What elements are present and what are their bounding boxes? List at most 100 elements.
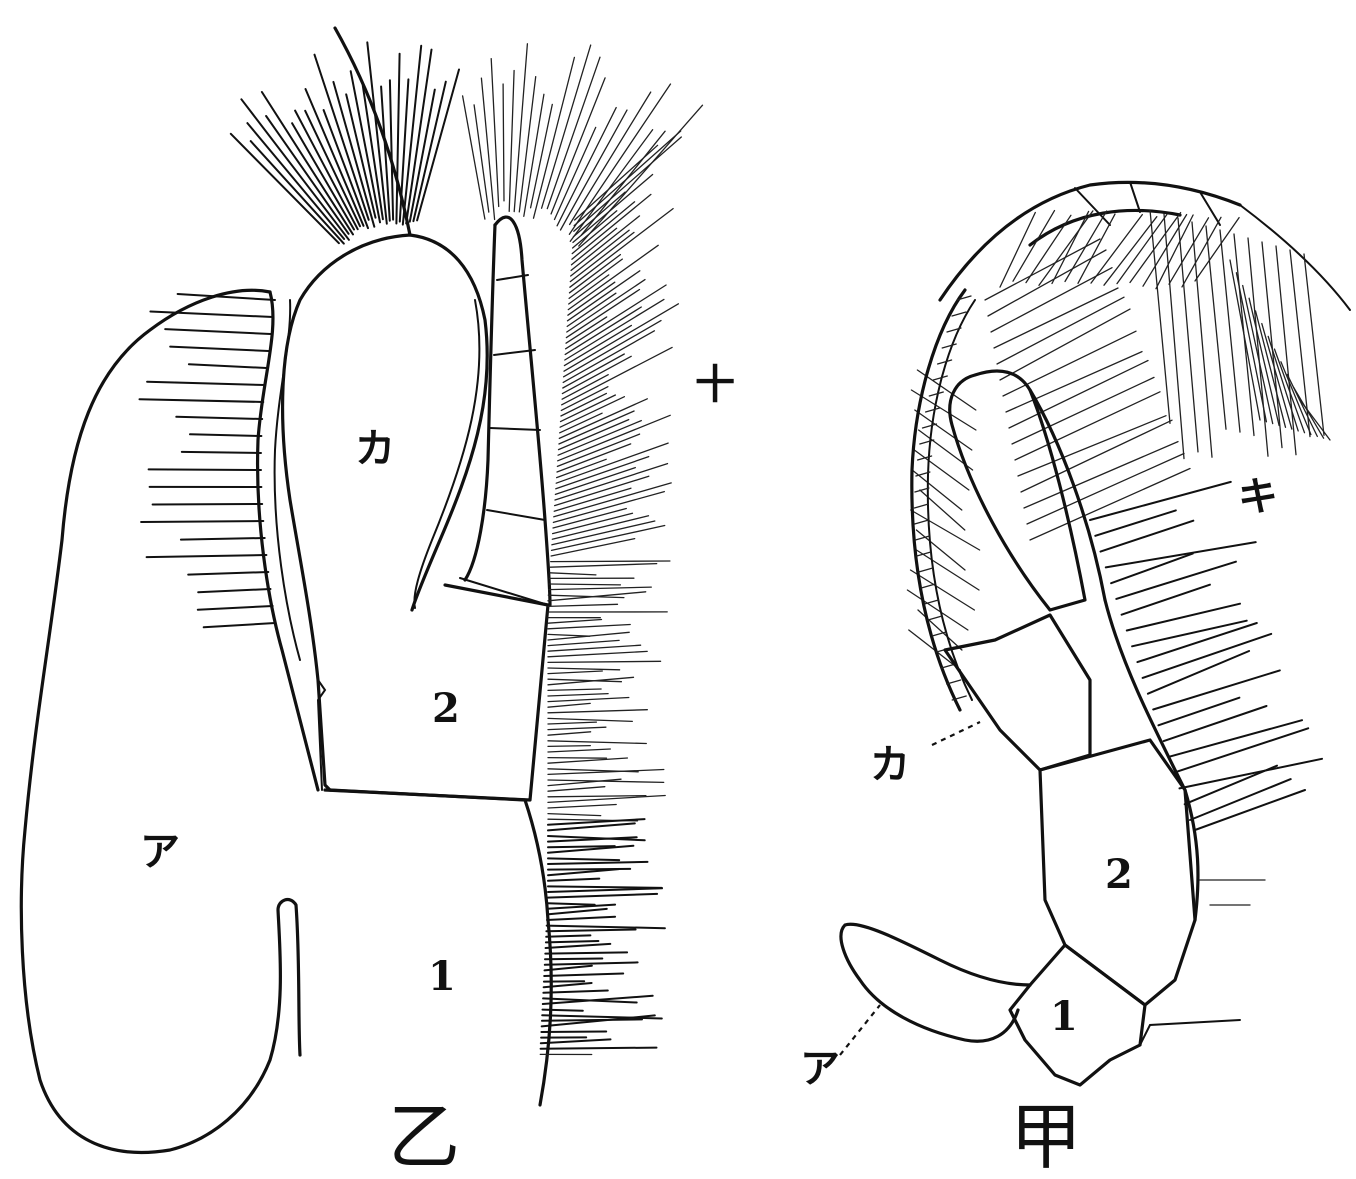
hair: [548, 886, 662, 888]
bristle: [346, 94, 375, 217]
bead: [919, 568, 933, 572]
hair: [548, 604, 618, 606]
bristle: [561, 110, 628, 230]
hair: [554, 488, 631, 511]
hair: [549, 584, 620, 585]
label-a: ア: [800, 1045, 840, 1092]
palp-segment-ka: [945, 615, 1090, 770]
hair: [550, 564, 656, 568]
caption-kou: 甲: [1010, 1095, 1082, 1179]
hair: [548, 814, 601, 816]
hair: [548, 640, 619, 645]
bristle: [542, 45, 591, 208]
hair: [562, 356, 631, 393]
hair: [547, 917, 615, 920]
hair: [574, 131, 681, 226]
hatch: [911, 510, 980, 550]
bead: [920, 440, 934, 444]
hair: [548, 758, 607, 759]
hair: [548, 668, 620, 670]
bristle: [141, 521, 263, 522]
hair: [555, 476, 649, 505]
bristle: [247, 123, 344, 239]
bristle: [176, 417, 262, 419]
bead: [938, 360, 952, 364]
hair: [547, 909, 607, 915]
hatch: [916, 530, 965, 570]
hair: [564, 321, 661, 377]
hair: [548, 787, 605, 792]
hair: [546, 935, 590, 936]
claw-hook: [841, 924, 1030, 1041]
hair: [546, 930, 635, 932]
hair: [543, 1010, 583, 1011]
bristle: [1164, 706, 1267, 741]
bead: [915, 520, 929, 524]
hair: [548, 805, 616, 809]
hair: [548, 710, 647, 713]
bristle: [147, 555, 267, 557]
label-a: ア: [140, 828, 180, 875]
bristle: [491, 59, 499, 207]
palp-segment-lines: [460, 275, 548, 605]
bristle: [198, 589, 270, 592]
bristle: [182, 452, 261, 453]
lattice-hatching: [907, 210, 1324, 670]
hair: [574, 137, 682, 231]
hair: [541, 1032, 606, 1033]
caption-otsu: 乙: [388, 1095, 460, 1179]
bristle: [190, 434, 261, 436]
bristle: [188, 572, 268, 575]
segment-1-tail: [1110, 1020, 1240, 1060]
bead: [926, 408, 940, 412]
label-segment-2: 2: [1105, 851, 1133, 898]
bead: [952, 312, 966, 316]
bristle: [149, 469, 261, 470]
bristle: [474, 105, 489, 212]
hair: [558, 415, 671, 461]
hair: [548, 661, 661, 662]
segment-1-body: [330, 790, 551, 1105]
bristle: [351, 71, 380, 222]
hair: [560, 413, 602, 433]
pointer-ka: [932, 722, 980, 745]
bristle: [1101, 521, 1194, 552]
figure-otsu: カ 十 ア 2 1 乙: [21, 28, 735, 1179]
bead: [914, 504, 928, 508]
hair: [549, 587, 652, 590]
arch-seg-b: [1130, 182, 1140, 212]
bristle: [189, 364, 267, 368]
hatch: [1117, 215, 1167, 284]
label-ka: カ: [355, 425, 395, 472]
hatch: [1018, 416, 1166, 476]
label-segment-1: 1: [1050, 993, 1078, 1040]
hair: [557, 444, 631, 472]
hair: [561, 395, 616, 422]
hair: [548, 620, 602, 624]
figure-kou: キ カ ア 2 1 甲: [800, 182, 1350, 1179]
bristle: [1249, 298, 1279, 425]
hair: [548, 858, 619, 860]
beaded-edge-beads: [914, 296, 971, 700]
hatch: [997, 297, 1124, 364]
hair: [564, 325, 631, 365]
bristle: [1236, 273, 1266, 422]
hatch: [1027, 454, 1184, 525]
bristle: [390, 80, 393, 219]
bead: [942, 344, 956, 348]
bristle: [509, 71, 514, 212]
hair: [548, 698, 629, 702]
hair: [548, 862, 648, 864]
bristle: [153, 504, 263, 505]
label-jyu: 十: [695, 361, 735, 408]
label-ki: キ: [1238, 473, 1278, 520]
bristle: [170, 347, 268, 351]
hatch: [1012, 377, 1154, 444]
hair: [544, 974, 623, 977]
hatch: [1009, 361, 1148, 429]
bristle: [1158, 698, 1239, 726]
hatch: [985, 239, 1100, 300]
bristle: [1122, 585, 1210, 615]
bristle: [534, 57, 575, 218]
